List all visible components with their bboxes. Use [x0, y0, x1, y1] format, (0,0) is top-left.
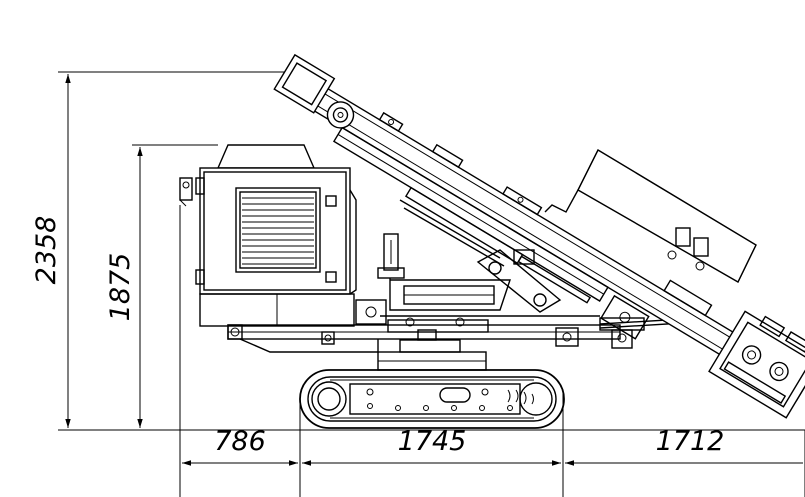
- dimension-label-track-length: 1745: [398, 426, 467, 457]
- dimension-label-overall-height: 2358: [31, 216, 62, 285]
- drill-mast: [273, 53, 805, 419]
- dimension-label-front-reach: 1712: [656, 426, 725, 457]
- crawler-track: [299, 369, 565, 429]
- control-console: [355, 233, 600, 327]
- undercarriage: [377, 329, 487, 371]
- dimension-cab-height: 1875: [105, 144, 218, 428]
- dimension-overall-height: 2358: [31, 71, 805, 431]
- dimension-horizontal: 786 1745 1712: [179, 205, 805, 497]
- dimension-label-cab-height: 1875: [105, 253, 136, 322]
- dimension-label-rear-overhang: 786: [214, 426, 266, 457]
- radiator-grille: [242, 197, 314, 265]
- engine-cab: [179, 144, 357, 327]
- boom-linkage: [399, 199, 562, 313]
- safety-mesh-guard: [544, 149, 757, 283]
